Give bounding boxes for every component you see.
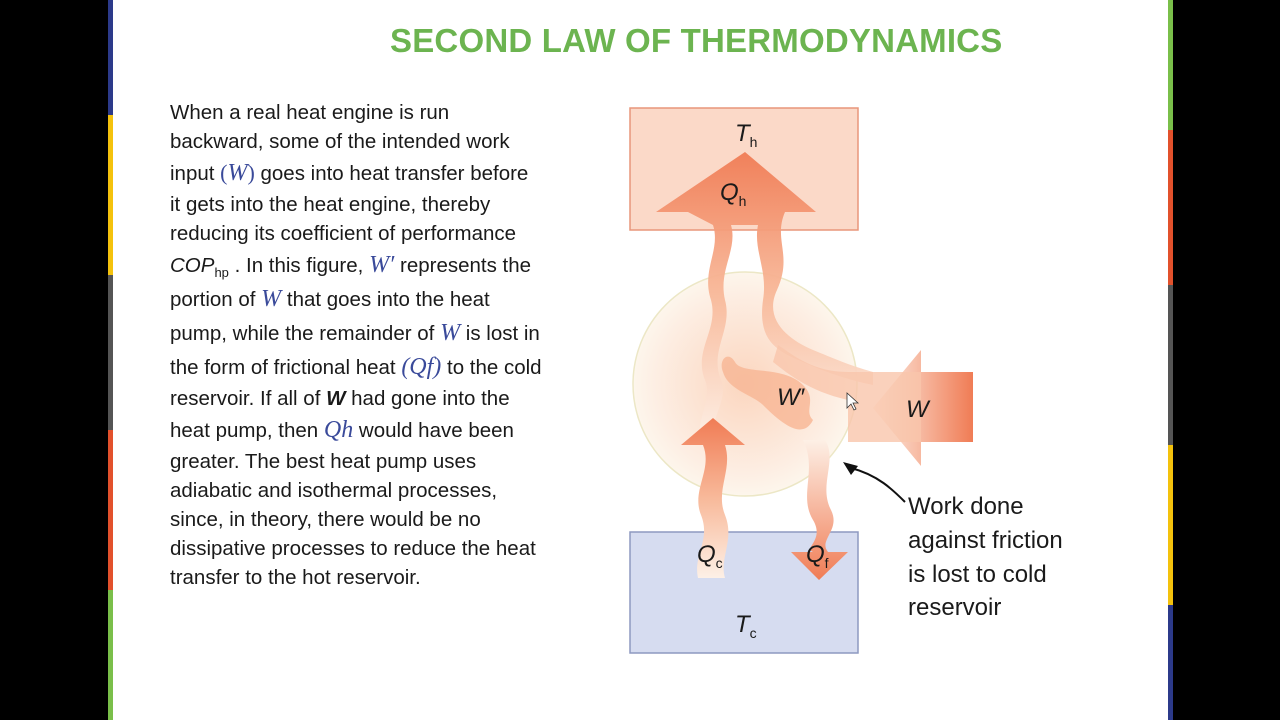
qf-arrow xyxy=(791,440,848,580)
heat-pump-diagram: Th Qh W′ W Qc Qf Tc Work done against fr… xyxy=(629,107,1063,654)
symbol-qf: (Qf) xyxy=(401,354,442,380)
body-line: dissipative processes to reduce the heat xyxy=(170,537,536,560)
body-line: input (W) goes into heat transfer before xyxy=(170,160,529,186)
body-line: COPhp . In this figure, W′ represents th… xyxy=(170,252,532,280)
symbol-w: W xyxy=(227,160,248,186)
body-line: greater. The best heat pump uses xyxy=(170,450,477,473)
th-label: Th xyxy=(735,120,757,150)
annotation-line: reservoir xyxy=(908,594,1001,621)
body-line: portion of W that goes into the heat xyxy=(170,286,490,312)
annotation-pointer xyxy=(850,467,906,503)
symbol-w-bold: W xyxy=(326,387,346,410)
body-line: adiabatic and isothermal processes, xyxy=(170,479,498,502)
annotation-line: Work done xyxy=(908,493,1024,520)
body-line: transfer to the hot reservoir. xyxy=(170,566,421,589)
body-line: When a real heat engine is run xyxy=(170,101,450,124)
body-line: it gets into the heat engine, thereby xyxy=(170,193,491,216)
tc-label: Tc xyxy=(735,611,757,641)
body-line: reservoir. If all of W had gone into the xyxy=(170,387,510,410)
body-line: reducing its coefficient of performance xyxy=(170,222,517,245)
annotation-line: is lost to cold xyxy=(908,561,1047,588)
mouse-cursor-icon xyxy=(846,392,860,411)
qh-label: Qh xyxy=(720,179,746,209)
w-label: W xyxy=(906,396,931,423)
slide: SECOND LAW OF THERMODYNAMICS When a real… xyxy=(113,0,1168,720)
w-prime-flow xyxy=(721,356,813,430)
qc-label: Qc xyxy=(697,541,723,571)
annotation-line: against friction xyxy=(908,527,1063,554)
symbol-w: W xyxy=(440,320,461,346)
annotation-arrowhead xyxy=(843,462,858,475)
slide-title: SECOND LAW OF THERMODYNAMICS xyxy=(390,22,1003,59)
symbol-cop: COP xyxy=(170,254,215,277)
body-line: heat pump, then Qh would have been xyxy=(170,417,514,443)
body-line: the form of frictional heat (Qf) to the … xyxy=(170,354,542,380)
body-line: since, in theory, there would be no xyxy=(170,508,481,531)
qf-label: Qf xyxy=(806,541,829,571)
right-accent-bar xyxy=(1168,0,1173,720)
symbol-w: W xyxy=(261,286,282,312)
body-paragraph: When a real heat engine is run backward,… xyxy=(170,98,610,592)
left-accent-bar xyxy=(108,0,113,720)
w-prime-label: W′ xyxy=(777,384,806,411)
symbol-qh: Qh xyxy=(323,417,354,443)
symbol-w-prime: W′ xyxy=(369,252,395,278)
qc-arrow xyxy=(681,418,745,578)
body-line: backward, some of the intended work xyxy=(170,130,510,153)
body-line: pump, while the remainder of W is lost i… xyxy=(170,320,540,346)
